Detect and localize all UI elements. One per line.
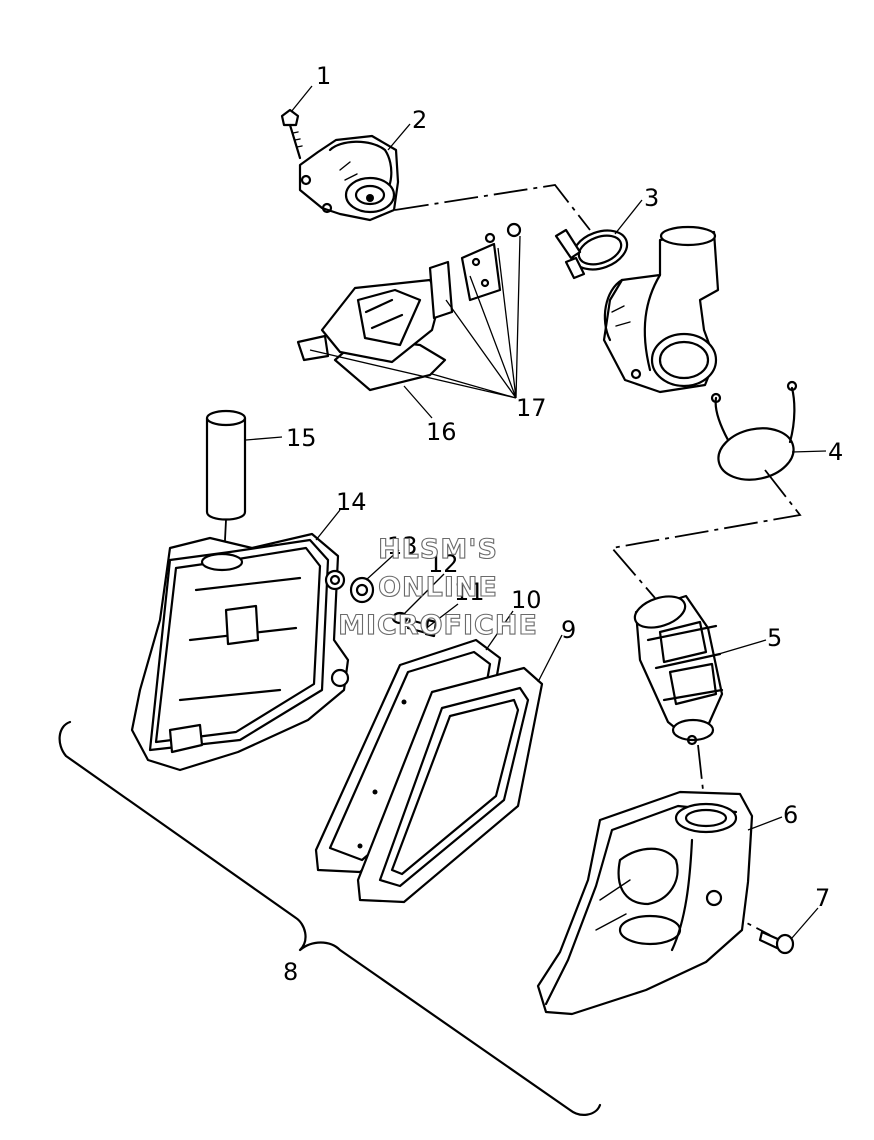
bolt-part-1 <box>280 108 303 160</box>
washer-part-12 <box>391 611 409 625</box>
leader-lines <box>245 85 827 939</box>
hose-clamp-part-3 <box>554 228 629 280</box>
air-box-part-14 <box>130 532 350 772</box>
watermark-line-2: ONLINE <box>378 572 498 603</box>
callout-10: 10 <box>511 586 542 614</box>
wire-clamp-part-4 <box>710 380 798 481</box>
callout-11: 11 <box>454 578 485 606</box>
watermark-line-3: MICROFICHE <box>338 610 538 641</box>
callout-17: 17 <box>516 394 547 422</box>
callout-8: 8 <box>283 958 298 986</box>
tube-part-15 <box>205 409 247 521</box>
intake-boot <box>602 225 720 394</box>
air-box-case-part-6 <box>536 790 754 1016</box>
carburetor-flange-part-2 <box>298 134 400 222</box>
callout-5: 5 <box>767 624 782 652</box>
screw-part-7 <box>758 930 795 955</box>
callout-2: 2 <box>412 106 427 134</box>
grommet-part-13 <box>349 576 375 604</box>
watermark: HLSM'S ONLINE MICROFICHE <box>338 533 538 641</box>
callout-12: 12 <box>428 550 459 578</box>
routing-line-2-to-3 <box>394 184 591 231</box>
screw-part-11 <box>406 618 438 638</box>
callout-7: 7 <box>815 884 830 912</box>
gasket-part-9 <box>356 666 544 904</box>
watermark-line-1: HLSM'S <box>378 534 498 565</box>
callout-13: 13 <box>387 532 418 560</box>
reed-valve-part-16 <box>296 222 522 392</box>
routing-line-5-to-6 <box>697 744 704 791</box>
callout-6: 6 <box>783 801 798 829</box>
assembly-bracket-part-8 <box>58 720 602 1116</box>
callout-1: 1 <box>316 62 331 90</box>
callout-14: 14 <box>336 488 367 516</box>
callout-16: 16 <box>426 418 457 446</box>
callout-3: 3 <box>644 184 659 212</box>
callout-4: 4 <box>828 438 843 466</box>
intake-funnel-part-5 <box>633 594 724 746</box>
callout-9: 9 <box>561 616 576 644</box>
routing-line-4-to-5 <box>610 469 802 599</box>
callout-15: 15 <box>286 424 317 452</box>
